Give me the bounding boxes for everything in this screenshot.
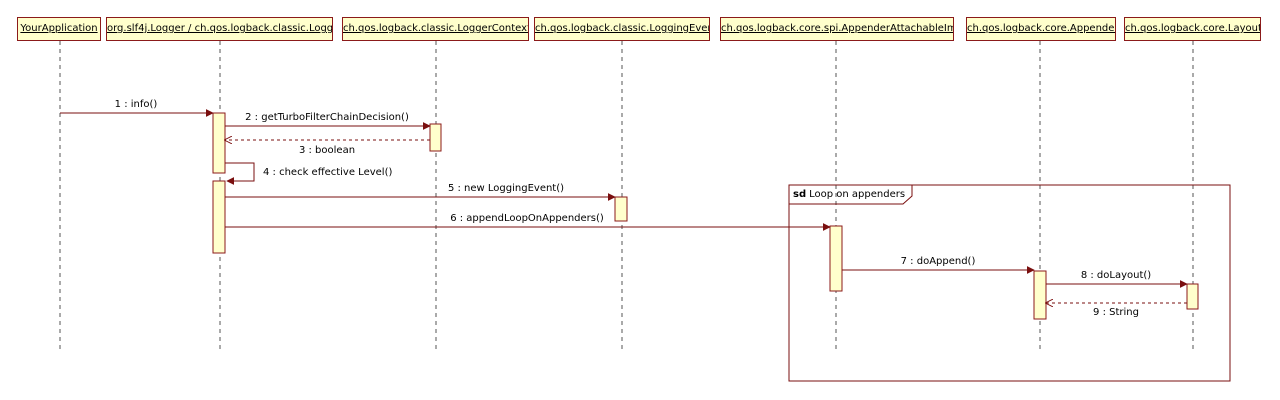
message-label-m8: 8 : doLayout()	[1080, 270, 1152, 281]
lifeline-label-app: YourApplication	[20, 23, 98, 34]
lifeline-head-event: ch.qos.logback.classic.LoggingEvent	[534, 17, 710, 41]
fragment-name: Loop on appenders	[809, 189, 906, 200]
lifeline-head-layout: ch.qos.logback.core.Layout	[1124, 17, 1261, 41]
lifeline-head-app: YourApplication	[17, 17, 101, 41]
message-label-m3: 3 : boolean	[298, 145, 356, 156]
activation-bar-appender-1	[1033, 270, 1047, 320]
lifeline-head-appender: ch.qos.logback.core.Appender	[966, 17, 1116, 41]
loop-fragment-tab	[789, 185, 913, 205]
fragment-keyword: sd	[793, 189, 807, 200]
message-label-m6: 6 : appendLoopOnAppenders()	[450, 213, 604, 224]
lifeline-label-appender: ch.qos.logback.core.Appender	[967, 23, 1116, 34]
lifeline-head-logger: org.slf4j.Logger / ch.qos.logback.classi…	[106, 17, 333, 41]
message-label-m9: 9 : String	[1093, 307, 1139, 318]
message-label-m7: 7 : doAppend()	[900, 256, 976, 267]
lifeline-label-ctx: ch.qos.logback.classic.LoggerContext	[343, 23, 529, 34]
activation-bar-ctx-1	[429, 123, 442, 152]
message-label-m5: 5 : new LoggingEvent()	[447, 183, 565, 194]
lifeline-label-logger: org.slf4j.Logger / ch.qos.logback.classi…	[107, 23, 333, 34]
message-label-m4: 4 : check effective Level()	[263, 167, 393, 178]
lifeline-label-event: ch.qos.logback.classic.LoggingEvent	[535, 23, 710, 34]
message-label-m2: 2 : getTurboFilterChainDecision()	[245, 112, 409, 123]
activation-bar-logger-2	[212, 180, 226, 254]
lifeline-head-ctx: ch.qos.logback.classic.LoggerContext	[342, 17, 529, 41]
message-arrow-m4	[225, 162, 255, 185]
loop-fragment-frame	[788, 184, 1231, 382]
lifeline-label-layout: ch.qos.logback.core.Layout	[1125, 23, 1261, 34]
activation-bar-event-1	[614, 196, 628, 222]
lifeline-head-aai: ch.qos.logback.core.spi.AppenderAttachab…	[720, 17, 954, 41]
activation-bar-aai-1	[829, 225, 843, 292]
message-label-m1: 1 : info()	[114, 99, 158, 110]
lifeline-label-aai: ch.qos.logback.core.spi.AppenderAttachab…	[721, 23, 954, 34]
activation-bar-layout-1	[1186, 283, 1199, 310]
activation-bar-logger-1	[212, 112, 226, 174]
